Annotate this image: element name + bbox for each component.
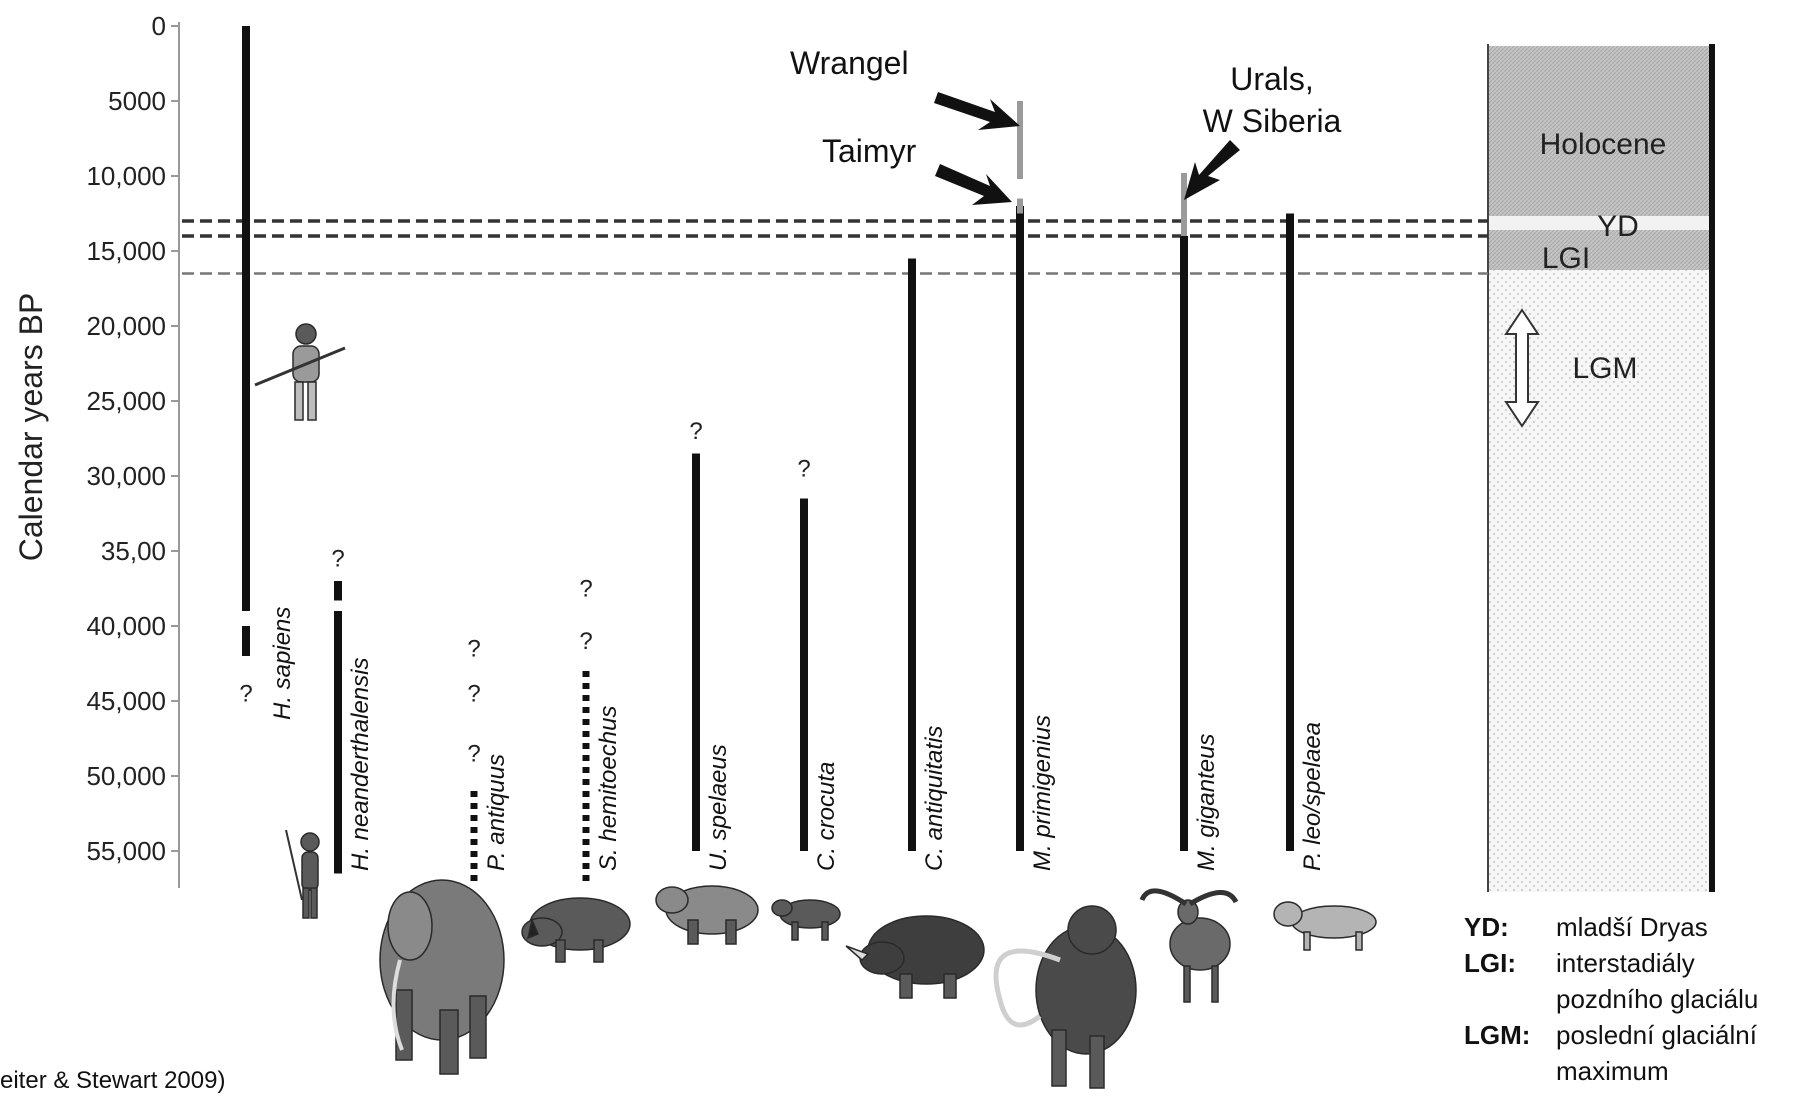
y-tick-label: 30,000 — [86, 461, 166, 491]
legend-key-lgi: LGI: — [1464, 948, 1516, 978]
question-mark: ? — [467, 741, 480, 768]
species-label: U. spelaeus — [705, 744, 732, 871]
legend: YD: mladší Dryas LGI: interstadiály pozd… — [1464, 912, 1758, 1086]
period-column: Holocene YD LGI LGM — [1487, 44, 1715, 892]
species-label: C. antiquitatis — [921, 726, 948, 871]
period-label-yd: YD — [1597, 210, 1639, 243]
species-range-bars — [242, 26, 1294, 881]
species-label: P. antiquus — [483, 754, 510, 871]
period-label-holocene: Holocene — [1540, 128, 1667, 161]
question-mark: ? — [331, 546, 344, 573]
species-labels: H. sapiens H. neanderthalensis P. antiquus… — [269, 607, 1326, 871]
animal-silhouettes — [254, 323, 1377, 1089]
y-tick-label: 40,000 — [86, 611, 166, 641]
legend-text-lgi: interstadiály — [1556, 948, 1695, 978]
species-label: H. sapiens — [269, 607, 296, 720]
callout-taimyr-label: Taimyr — [822, 133, 917, 169]
y-axis-title: Calendar years BP — [13, 293, 49, 562]
giant-deer-icon — [1139, 888, 1239, 1003]
lgm-double-arrow — [1504, 308, 1540, 428]
legend-text-lgi-line2: pozdního glaciálu — [1556, 984, 1758, 1014]
y-tick-label: 50,000 — [86, 761, 166, 791]
steppe-rhino-icon — [521, 897, 631, 963]
cave-hyena-icon — [771, 899, 841, 941]
callout-taimyr-arrow — [935, 164, 1012, 205]
lgi-zone — [1488, 230, 1710, 270]
y-tick-label: 10,000 — [86, 161, 166, 191]
y-tick-label: 35,00 — [101, 536, 166, 566]
legend-text-lgm-line2: maximum — [1556, 1056, 1669, 1086]
question-mark: ? — [239, 681, 252, 708]
y-axis-ticks: 0 5000 10,000 15,000 20,000 25,000 30,000 35,00… — [86, 11, 179, 866]
cave-bear-icon — [655, 885, 759, 945]
holocene-zone — [1488, 46, 1710, 216]
straight-tusked-elephant-icon — [379, 879, 505, 1075]
question-mark: ? — [467, 636, 480, 663]
source-citation: eiter & Stewart 2009) — [0, 1067, 225, 1094]
callout-wrangel-arrow — [934, 92, 1020, 130]
species-label: M. primigenius — [1029, 715, 1056, 871]
woolly-mammoth-icon — [993, 905, 1137, 1089]
yd-zone — [1488, 216, 1710, 230]
callouts: Wrangel Taimyr Urals, W Siberia — [790, 45, 1342, 205]
legend-key-yd: YD: — [1464, 912, 1509, 942]
period-label-lgm: LGM — [1572, 352, 1637, 385]
period-label-lgi: LGI — [1542, 242, 1590, 275]
legend-text-lgm: poslední glaciální — [1556, 1020, 1758, 1050]
question-mark: ? — [689, 418, 702, 445]
callout-urals-arrow — [1184, 140, 1240, 200]
species-label: P. leo/spelaea — [1299, 722, 1326, 871]
species-label: H. neanderthalensis — [347, 658, 374, 871]
species-label: S. hemitoechus — [595, 706, 622, 871]
y-tick-label: 5000 — [108, 86, 166, 116]
y-tick-label: 15,000 — [86, 236, 166, 266]
question-marks: ????????? — [239, 418, 810, 768]
question-mark: ? — [797, 456, 810, 483]
question-mark: ? — [579, 628, 592, 655]
woolly-rhino-icon — [845, 915, 985, 999]
human-hunter-icon — [254, 323, 346, 421]
y-tick-label: 0 — [152, 11, 166, 41]
legend-text-yd: mladší Dryas — [1556, 912, 1708, 942]
boundary-lines — [182, 219, 1488, 275]
question-mark: ? — [579, 576, 592, 603]
y-tick-label: 25,000 — [86, 386, 166, 416]
callout-wrangel-label: Wrangel — [790, 45, 909, 81]
y-tick-label: 20,000 — [86, 311, 166, 341]
species-label: C. crocuta — [813, 762, 840, 871]
callout-urals-label-line1: Urals, — [1230, 61, 1314, 97]
question-mark: ? — [467, 681, 480, 708]
cave-lion-icon — [1273, 901, 1377, 951]
y-tick-label: 55,000 — [86, 836, 166, 866]
y-tick-label: 45,000 — [86, 686, 166, 716]
neanderthal-icon — [285, 829, 320, 919]
callout-urals-label-line2: W Siberia — [1203, 103, 1342, 139]
legend-key-lgm: LGM: — [1464, 1020, 1530, 1050]
species-label: M. giganteus — [1193, 734, 1220, 871]
